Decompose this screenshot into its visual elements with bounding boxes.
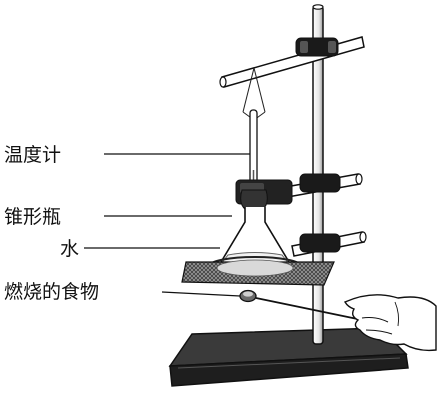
burning-food: [239, 289, 373, 323]
water-label: 水: [60, 238, 80, 260]
burning-food-label: 燃烧的食物: [4, 281, 100, 303]
conical-flask-label: 锥形瓶: [4, 206, 62, 228]
thermometer-label: 温度计: [4, 144, 62, 166]
top-clamp: [219, 36, 365, 88]
flask-clamp: [235, 173, 363, 211]
ring-clamp: [208, 231, 367, 276]
wire-gauze: [181, 259, 335, 286]
hand-illustration: [343, 294, 437, 352]
stand-base: [168, 327, 409, 387]
label-leaders: [84, 153, 250, 297]
